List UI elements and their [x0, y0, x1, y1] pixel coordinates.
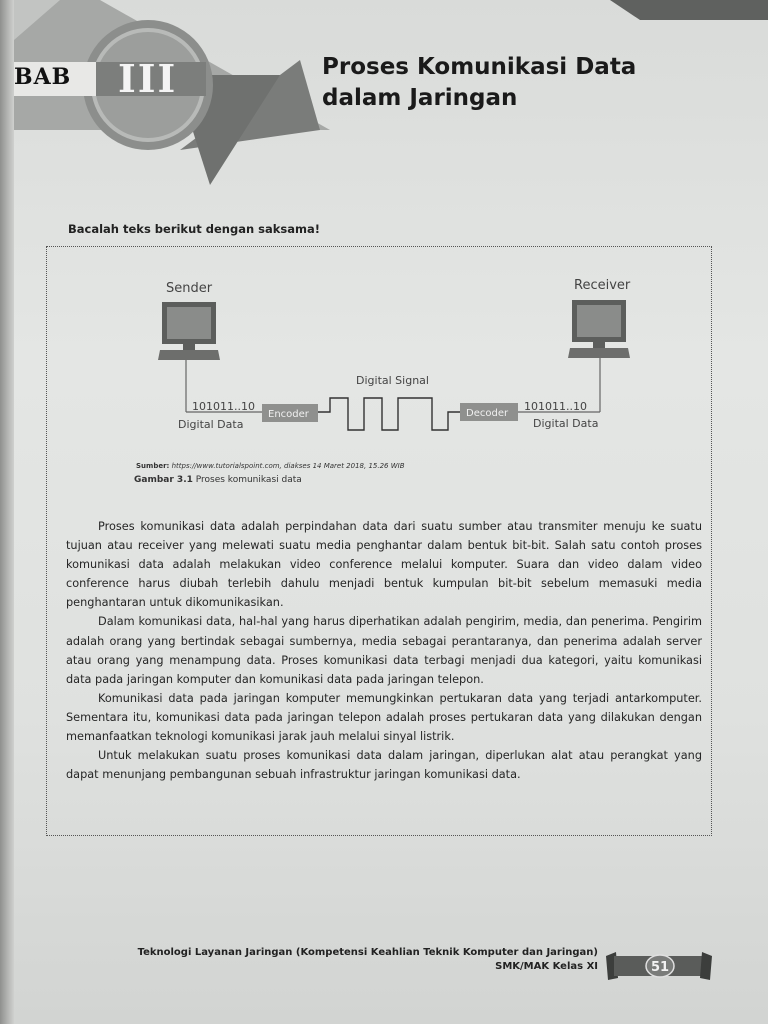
receiver-computer-icon — [568, 300, 630, 358]
chapter-header-graphic — [14, 0, 768, 185]
paragraph-1: Proses komunikasi data adalah perpindaha… — [66, 520, 702, 610]
page-number-badge: 51 — [606, 952, 712, 980]
chapter-bab-label: BAB — [14, 64, 72, 90]
chapter-title-line-1: Proses Komunikasi Data — [322, 54, 637, 80]
right-bits: 101011..10 — [524, 400, 587, 413]
chapter-title-line-2: dalam Jaringan — [322, 85, 518, 111]
caption-text: Proses komunikasi data — [195, 475, 302, 485]
decoder-label: Decoder — [466, 408, 509, 419]
page-footer: Teknologi Layanan Jaringan (Kompetensi K… — [138, 946, 598, 974]
digital-signal-waveform — [318, 397, 460, 431]
chapter-title: Proses Komunikasi Data dalam Jaringan — [322, 52, 742, 114]
sender-computer-icon — [158, 302, 220, 360]
right-digital-data-label: Digital Data — [533, 417, 598, 430]
digital-signal-label: Digital Signal — [356, 374, 429, 387]
figure-source: Sumber: https://www.tutorialspoint.com, … — [136, 462, 405, 470]
encoder-label: Encoder — [268, 409, 310, 420]
book-spine-shadow — [0, 0, 14, 1024]
left-digital-data-label: Digital Data — [178, 418, 243, 431]
source-text: https://www.tutorialspoint.com, diakses … — [171, 462, 405, 470]
chapter-number: III — [118, 56, 178, 101]
left-bits: 101011..10 — [192, 400, 255, 413]
sender-label: Sender — [166, 281, 213, 296]
page-number: 51 — [651, 960, 669, 975]
decoder-box — [460, 403, 518, 421]
footer-grade: SMK/MAK Kelas XI — [495, 961, 598, 972]
figure-caption: Gambar 3.1 Proses komunikasi data — [134, 475, 302, 485]
receiver-label: Receiver — [574, 278, 631, 293]
communication-diagram: Sender Receiver 101011..10 Digital Data … — [158, 278, 631, 431]
paragraph-3: Komunikasi data pada jaringan komputer m… — [66, 691, 702, 744]
paragraph-2: Dalam komunikasi data, hal-hal yang haru… — [66, 615, 702, 686]
reading-box — [46, 246, 712, 836]
footer-book-title: Teknologi Layanan Jaringan (Kompetensi K… — [137, 947, 598, 958]
body-text: Proses komunikasi data adalah perpindaha… — [66, 517, 702, 784]
source-prefix: Sumber: — [136, 462, 170, 470]
reading-instruction: Bacalah teks berikut dengan saksama! — [68, 222, 321, 236]
paragraph-4: Untuk melakukan suatu proses komunikasi … — [66, 749, 702, 782]
encoder-box — [262, 404, 318, 422]
caption-number: Gambar 3.1 — [134, 475, 193, 485]
